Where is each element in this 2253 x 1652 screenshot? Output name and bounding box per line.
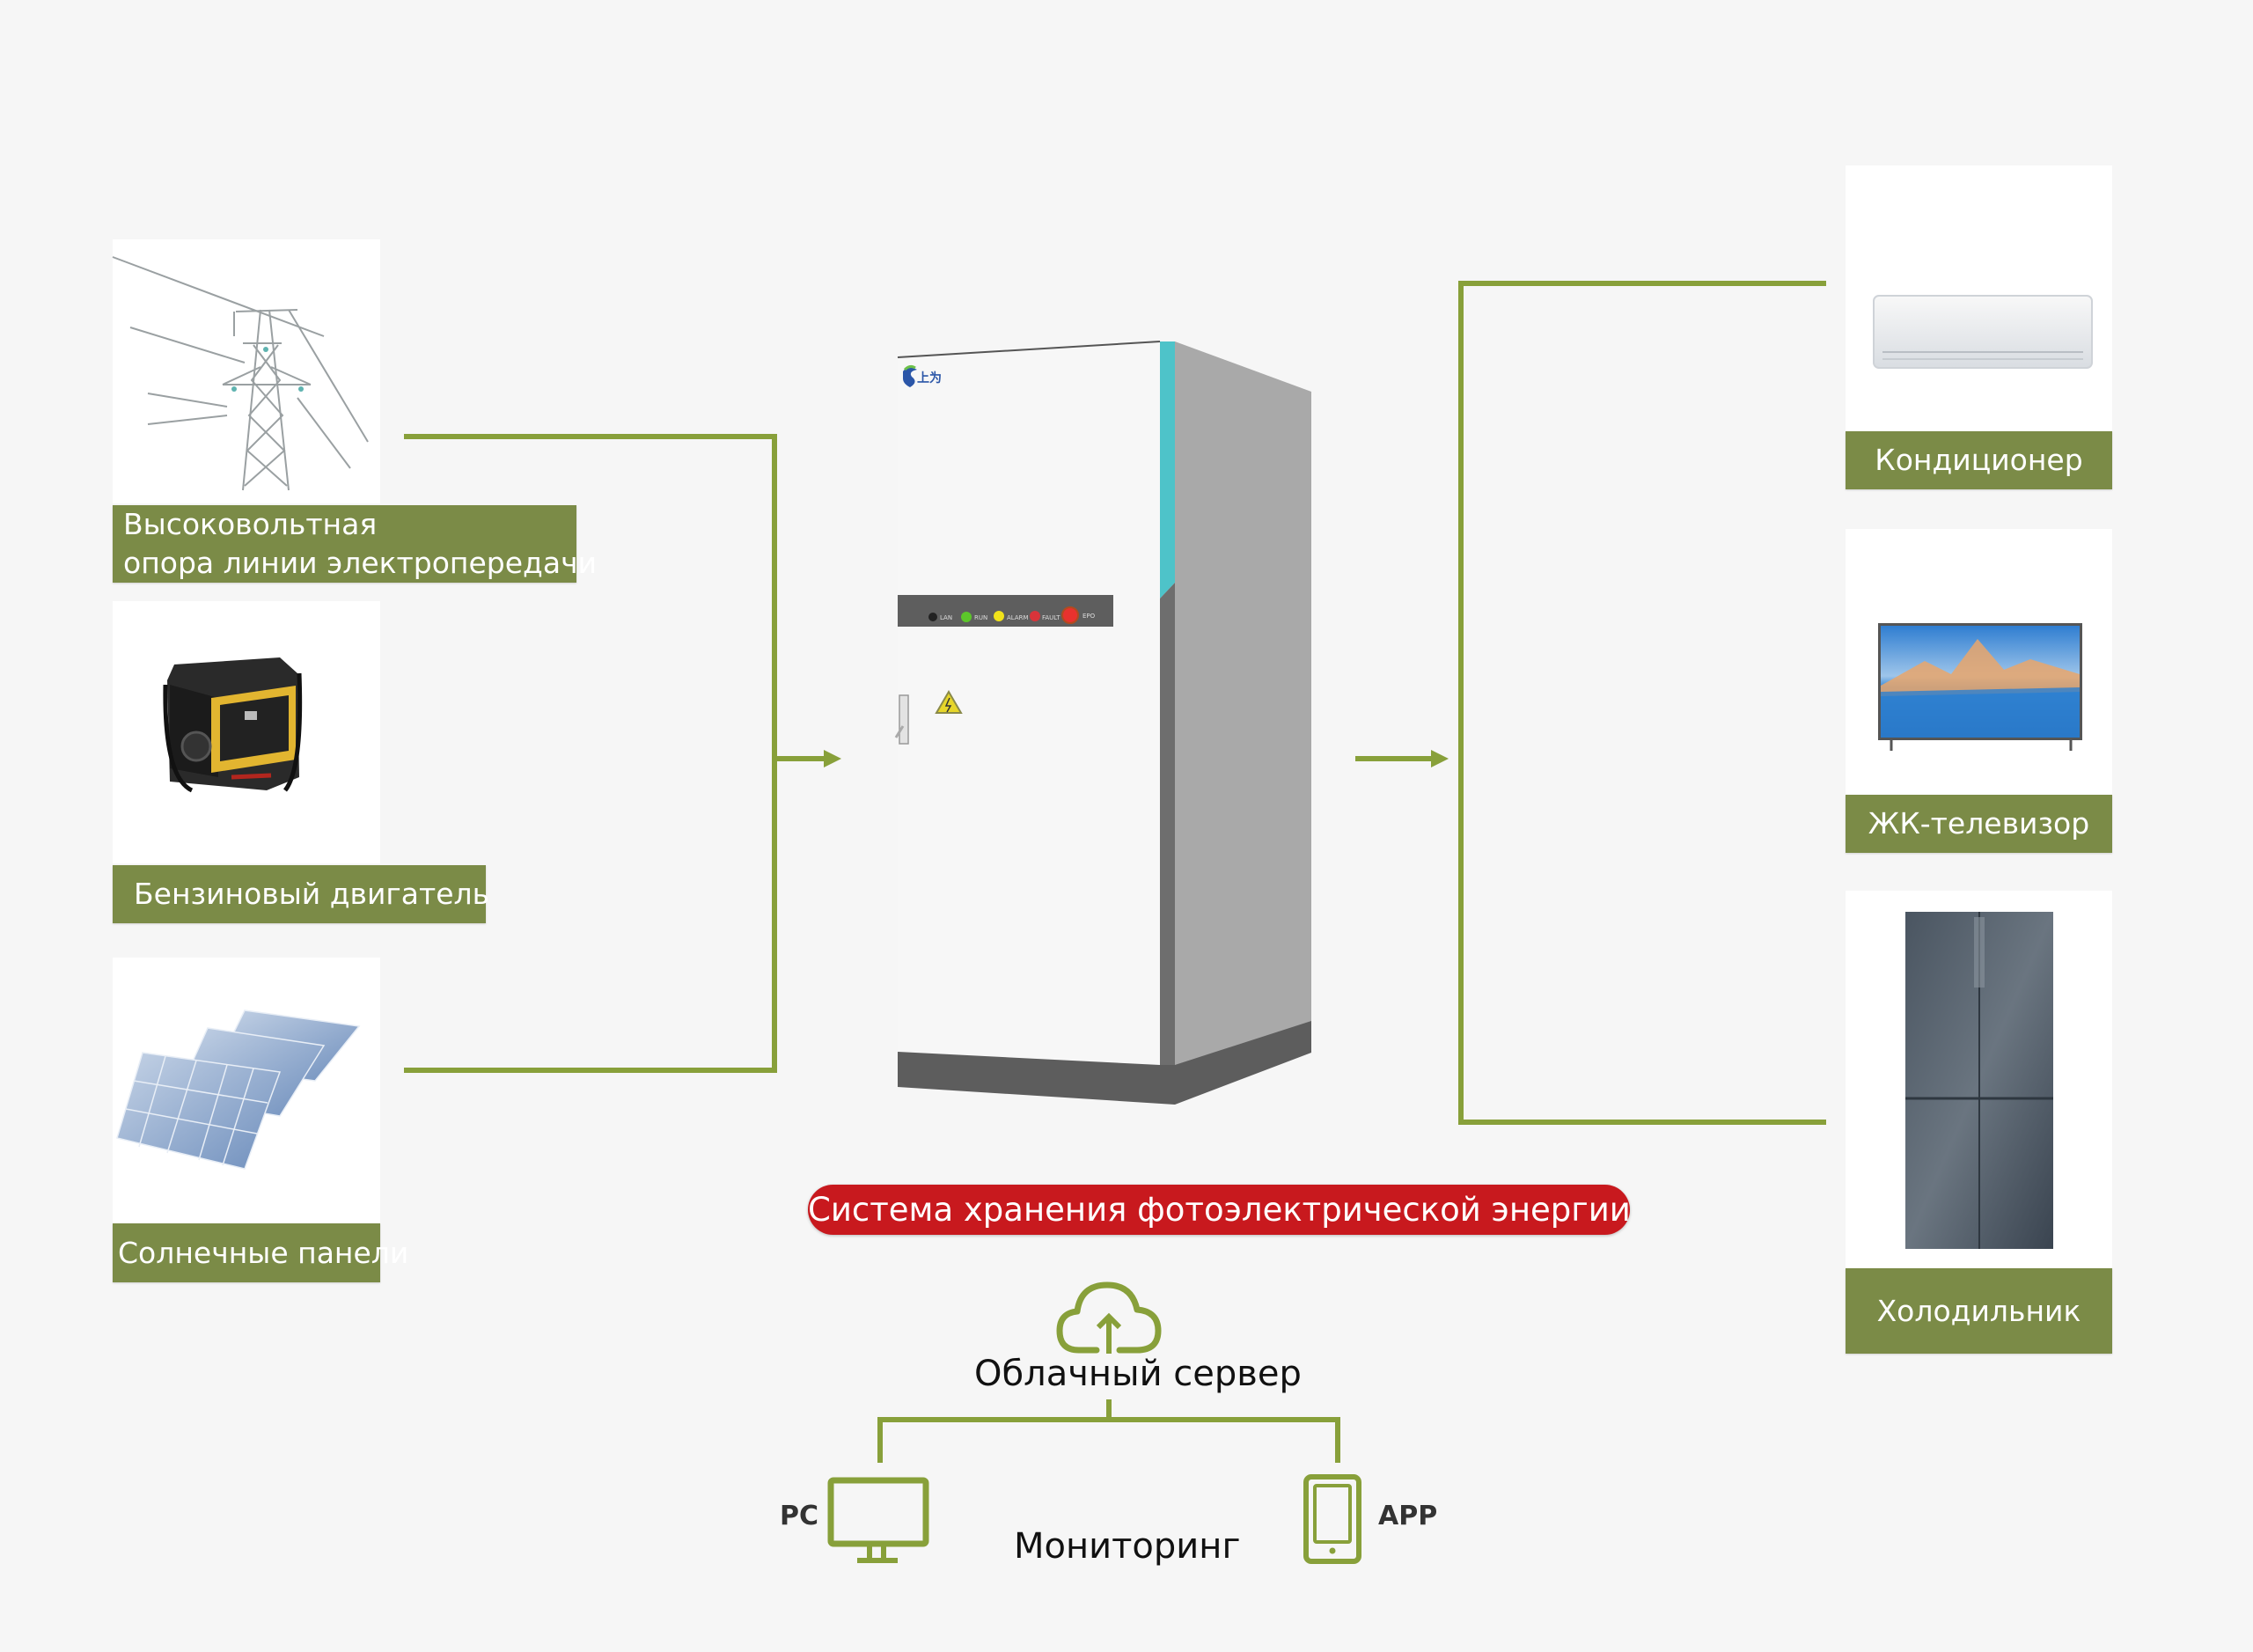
monitor-tree (877, 1417, 1340, 1463)
generator-icon (163, 657, 303, 793)
high-voltage-warning-icon (935, 690, 963, 714)
indicator-fault-label: FAULT (1042, 614, 1060, 621)
pc-label: PC (780, 1501, 819, 1531)
refrigerator-icon (1905, 912, 2053, 1249)
indicator-fault (1030, 611, 1040, 621)
indicator-epo-label: EPO (1082, 613, 1096, 620)
system-title-badge: Система хранения фотоэлектрической энерг… (808, 1185, 1631, 1235)
power-tower-label-line-1: Высоковольтная (123, 507, 378, 541)
brand-logo: 上为 (903, 364, 942, 387)
pc-monitor-icon (827, 1477, 929, 1563)
indicator-lan (928, 613, 937, 621)
cabinet-front (898, 341, 1160, 1065)
solar-tile (113, 958, 380, 1223)
epo-button (1061, 606, 1079, 624)
power-tower-label-line-2: опора линии электропередачи (123, 546, 598, 580)
tv-label-text: ЖК-телевизор (1868, 806, 2090, 841)
load-connector (1458, 281, 1826, 1125)
cabinet-accent-strip (1160, 341, 1175, 598)
cloud-upload-icon (1056, 1281, 1162, 1354)
source-arrowhead (824, 750, 841, 767)
cabinet-edge (1160, 583, 1175, 1084)
indicator-run (961, 612, 972, 622)
monitoring-title: Мониторинг (1014, 1526, 1241, 1567)
cabinet-side (1175, 341, 1311, 1084)
indicator-alarm-label: ALARM (1007, 614, 1029, 621)
fridge-tile (1846, 891, 2112, 1268)
tablet-app-icon (1303, 1474, 1361, 1564)
fridge-label-text: Холодильник (1876, 1294, 2081, 1328)
tv-label: ЖК-телевизор (1846, 795, 2112, 853)
tv-tile (1846, 529, 2112, 795)
solar-label-text: Солнечные панели (118, 1236, 409, 1270)
solar-label: Солнечные панели (113, 1223, 409, 1282)
power-tower-icon (112, 256, 369, 491)
brand-logo-text: 上为 (917, 371, 942, 385)
indicator-lan-label: LAN (940, 614, 952, 621)
generator-label-text: Бензиновый двигатель (134, 877, 490, 911)
source-connector (404, 434, 777, 1073)
indicator-panel (898, 595, 1113, 627)
app-label: APP (1378, 1501, 1438, 1531)
cloud-server-label: Облачный сервер (974, 1354, 1302, 1394)
air-conditioner-label: Кондиционер (1846, 431, 2112, 489)
generator-tile (113, 601, 380, 863)
lcd-tv-icon (1878, 623, 2082, 751)
load-arrowhead (1431, 750, 1449, 767)
door-handle (899, 694, 909, 745)
air-conditioner-label-text: Кондиционер (1875, 443, 2083, 477)
power-tower-label: Высоковольтная опора линии электропереда… (113, 505, 598, 583)
energy-storage-cabinet: LAN RUN ALARM FAULT EPO 上为 (894, 341, 1311, 1105)
generator-label: Бензиновый двигатель (113, 865, 490, 923)
cabinet-plinth (898, 1021, 1311, 1105)
solar-panel-icon (116, 1010, 361, 1170)
indicator-alarm (994, 611, 1004, 621)
air-conditioner-icon (1873, 295, 2093, 369)
fridge-label: Холодильник (1846, 1268, 2112, 1354)
power-tower-tile (112, 239, 380, 503)
air-conditioner-tile (1846, 165, 2112, 431)
indicator-run-label: RUN (974, 614, 987, 621)
